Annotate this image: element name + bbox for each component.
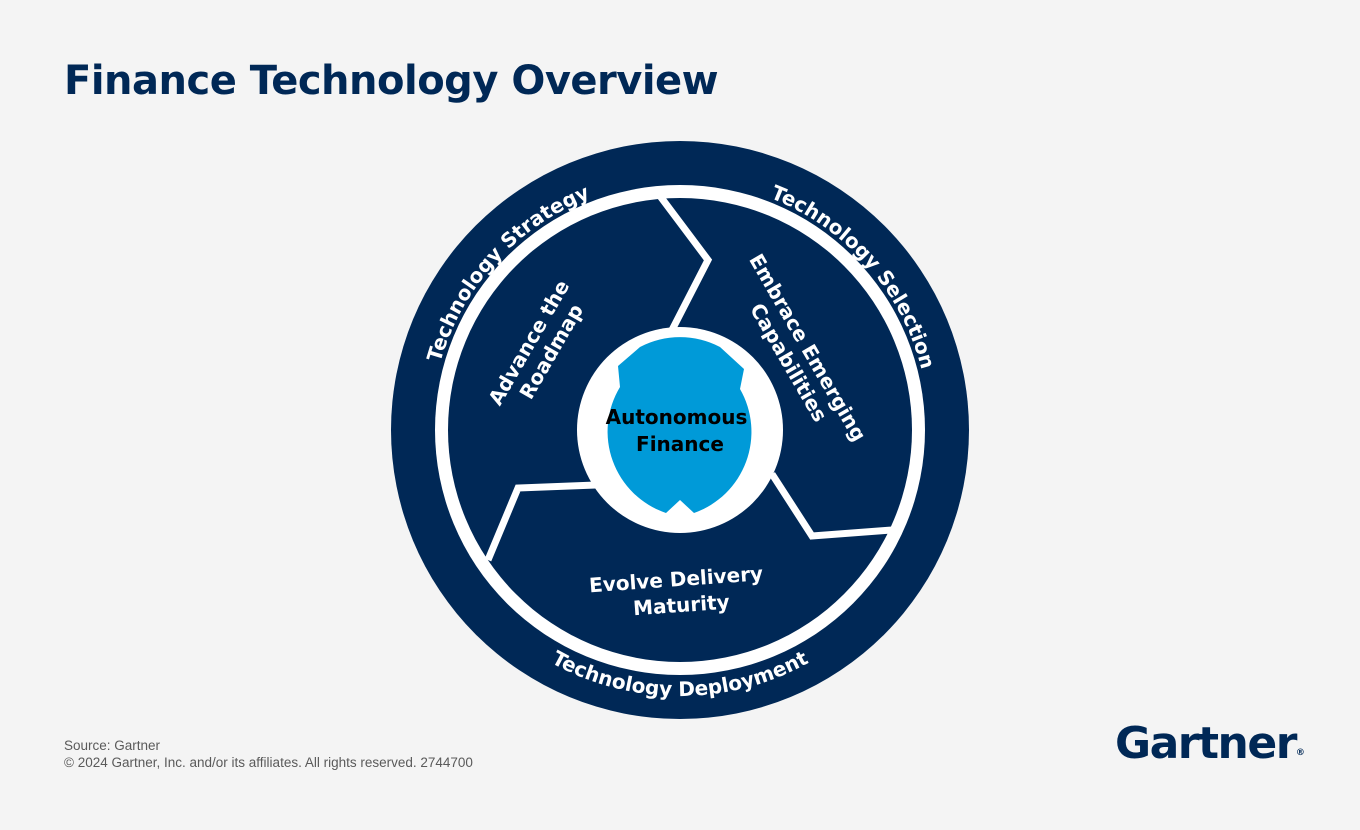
segment-dividers <box>484 193 893 562</box>
gartner-logo: Gartner® <box>1115 718 1305 769</box>
page-title: Finance Technology Overview <box>64 58 719 104</box>
center-hub <box>607 337 752 513</box>
source-note: Source: Gartner <box>64 738 161 753</box>
copyright-note: © 2024 Gartner, Inc. and/or its affiliat… <box>64 755 473 770</box>
registered-mark: ® <box>1295 748 1305 758</box>
center-label: Autonomous Finance <box>606 405 755 456</box>
logo-text: Gartner <box>1115 718 1297 769</box>
footer: Source: Gartner © 2024 Gartner, Inc. and… <box>64 737 473 771</box>
